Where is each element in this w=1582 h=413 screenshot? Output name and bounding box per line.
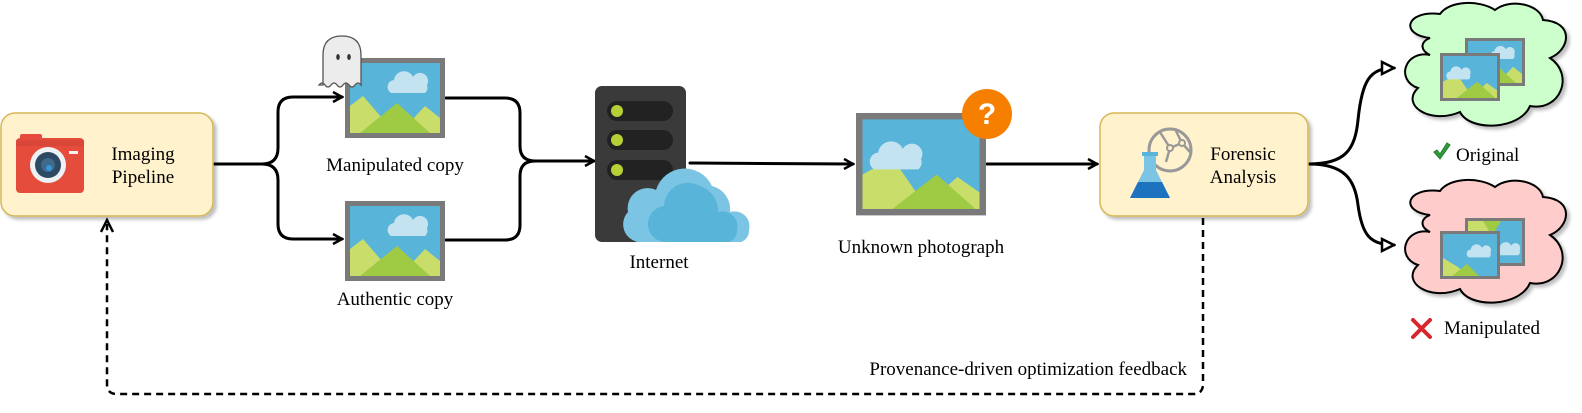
server-cloud-icon (595, 86, 750, 243)
feedback-arrowhead-icon (99, 217, 115, 233)
edge-manipulated-to-internet (444, 96, 594, 161)
cross-icon (1411, 318, 1432, 339)
manipulated-outcome-node[interactable]: Manipulated (1404, 178, 1567, 339)
imaging-pipeline-label-line2: Pipeline (112, 167, 174, 188)
unknown-photograph-label: Unknown photograph (838, 237, 1005, 258)
internet-node[interactable]: Internet (595, 86, 750, 273)
edges (99, 68, 1394, 396)
forensic-analysis-node[interactable]: Forensic Analysis (1099, 112, 1309, 217)
manipulated-copy-label: Manipulated copy (326, 155, 464, 176)
question-badge-icon: ? (962, 89, 1012, 139)
authentic-copy-label: Authentic copy (337, 289, 454, 310)
manipulated-image-front (1440, 231, 1500, 279)
forensic-analysis-label-line1: Forensic (1210, 144, 1275, 165)
question-badge-text: ? (978, 98, 996, 131)
imaging-pipeline-label-line1: Imaging (111, 144, 175, 165)
edge-pipeline-to-copies (212, 97, 342, 166)
image-icon (345, 201, 445, 281)
edge-feedback-loop (105, 218, 1205, 396)
edge-authentic-to-internet (444, 159, 537, 242)
flask-network-icon (1130, 127, 1193, 198)
manipulated-label: Manipulated (1444, 318, 1541, 339)
original-label: Original (1456, 145, 1519, 166)
manipulated-copy-node[interactable]: Manipulated copy (317, 35, 464, 176)
internet-label: Internet (629, 252, 689, 273)
authentic-copy-node[interactable]: Authentic copy (337, 201, 454, 310)
image-icon (1440, 53, 1500, 101)
original-outcome-node[interactable]: Original (1404, 1, 1567, 166)
edge-pipeline-to-authentic (260, 162, 342, 239)
edge-forensic-to-manipulated (1307, 162, 1394, 245)
check-icon (1433, 142, 1451, 160)
edge-internet-to-unknown (688, 163, 853, 164)
edge-forensic-to-original (1307, 68, 1394, 166)
forensic-analysis-label-line2: Analysis (1210, 167, 1277, 188)
unknown-photograph-node[interactable]: ? Unknown photograph (838, 89, 1012, 258)
feedback-label: Provenance-driven optimization feedback (869, 359, 1187, 380)
camera-icon (16, 134, 84, 193)
ghost-icon (317, 35, 362, 88)
imaging-pipeline-node[interactable]: Imaging Pipeline (0, 112, 214, 217)
image-icon (856, 113, 986, 216)
